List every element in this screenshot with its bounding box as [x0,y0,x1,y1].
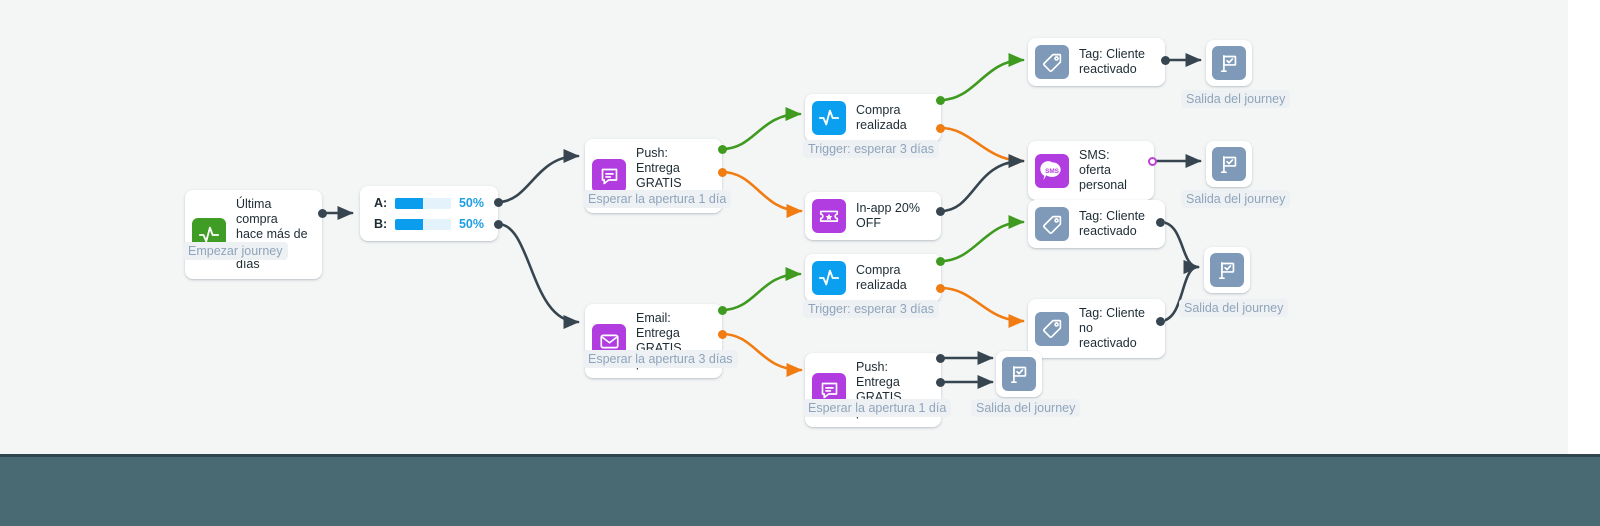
caption-push-bottom: Esperar la apertura 1 día [803,399,952,417]
node-label: Tag: Cliente reactivado [1079,47,1146,76]
caption-email: Esperar la apertura 3 días [583,350,738,368]
node-sms-offer[interactable]: SMS SMS: oferta personal [1028,141,1154,200]
port-out-purchase-bottom-orange[interactable] [936,284,945,293]
port-out-purchase-bottom-green[interactable] [936,257,945,266]
caption-purchase-bottom: Trigger: esperar 3 días [803,300,939,318]
node-exit-1[interactable] [1206,40,1252,86]
flag-check-icon [1002,357,1036,391]
port-out-ab-b[interactable] [494,220,503,229]
tag-icon [1035,207,1069,241]
ab-row-a[interactable]: A: 50% [374,196,484,210]
ab-progress-a [395,197,451,209]
node-label: Tag: Cliente no reactivado [1079,306,1146,350]
node-tag-cliente-no-reactivado[interactable]: Tag: Cliente no reactivado [1028,299,1165,358]
node-label: Compra realizada [856,263,907,292]
port-out-sms[interactable] [1148,157,1157,166]
port-out-inapp[interactable] [936,207,945,216]
port-out-purchase-top-green[interactable] [936,96,945,105]
node-label: SMS: oferta personal [1079,148,1127,192]
tag-icon [1035,45,1069,79]
ab-key-b: B: [374,217,388,231]
port-out-push-bottom-2[interactable] [936,378,945,387]
caption-exit-1: Salida del journey [1181,90,1291,108]
node-purchase-top[interactable]: Compra realizada [805,94,941,142]
connector-layer [320,52,1202,390]
caption-push-top: Esperar la apertura 1 día [583,190,732,208]
node-tag-cliente-reactivado-top[interactable]: Tag: Cliente reactivado [1028,38,1165,86]
sms-bubble-icon: SMS [1035,153,1069,188]
caption-exit-4: Salida del journey [971,399,1081,417]
node-exit-3[interactable] [1204,247,1250,293]
node-ab-split[interactable]: A: 50% B: 50% [360,186,498,241]
port-out-tag-noreact[interactable] [1156,317,1165,326]
ab-percent-b: 50% [458,217,484,231]
ticket-icon [812,199,846,233]
caption-exit-3: Salida del journey [1179,299,1289,317]
ab-progress-b [395,218,451,230]
node-label: Compra realizada [856,103,907,132]
caption-exit-2: Salida del journey [1181,190,1291,208]
port-out-push-top-orange[interactable] [718,168,727,177]
port-out-purchase-top-orange[interactable] [936,124,945,133]
node-label: Última compra hace más de 30 días [236,197,308,271]
node-exit-4[interactable] [996,351,1042,397]
caption-purchase-top: Trigger: esperar 3 días [803,140,939,158]
port-out-ab-a[interactable] [494,198,503,207]
port-out-email-orange[interactable] [718,330,727,339]
tag-icon [1035,311,1069,346]
push-message-icon [592,159,626,193]
svg-text:SMS: SMS [1045,168,1060,175]
node-purchase-bottom[interactable]: Compra realizada [805,254,941,302]
port-out-tag-mid[interactable] [1156,218,1165,227]
node-label: In-app 20% OFF [856,201,920,230]
canvas-right-margin [1568,0,1600,454]
node-trigger-last-purchase[interactable]: Última compra hace más de 30 días [185,190,322,279]
pulse-icon [812,101,846,135]
node-label: Tag: Cliente reactivado [1079,209,1146,238]
node-exit-2[interactable] [1206,141,1252,187]
port-out-trigger[interactable] [318,209,327,218]
journey-canvas[interactable]: Última compra hace más de 30 días Empeza… [0,0,1568,454]
node-tag-cliente-reactivado-mid[interactable]: Tag: Cliente reactivado [1028,200,1165,248]
flag-check-icon [1210,253,1244,287]
port-out-push-top-green[interactable] [718,145,727,154]
caption-empezar-journey: Empezar journey [183,242,288,260]
port-out-tag-top[interactable] [1161,56,1170,65]
port-out-email-green[interactable] [718,306,727,315]
ab-row-b[interactable]: B: 50% [374,217,484,231]
pulse-icon [812,261,846,295]
ab-key-a: A: [374,196,388,210]
ab-percent-a: 50% [458,196,484,210]
flag-check-icon [1212,46,1246,80]
flag-check-icon [1212,147,1246,181]
port-out-push-bottom-1[interactable] [936,354,945,363]
node-inapp-offer[interactable]: In-app 20% OFF [805,192,941,240]
bottom-bar [0,454,1600,526]
